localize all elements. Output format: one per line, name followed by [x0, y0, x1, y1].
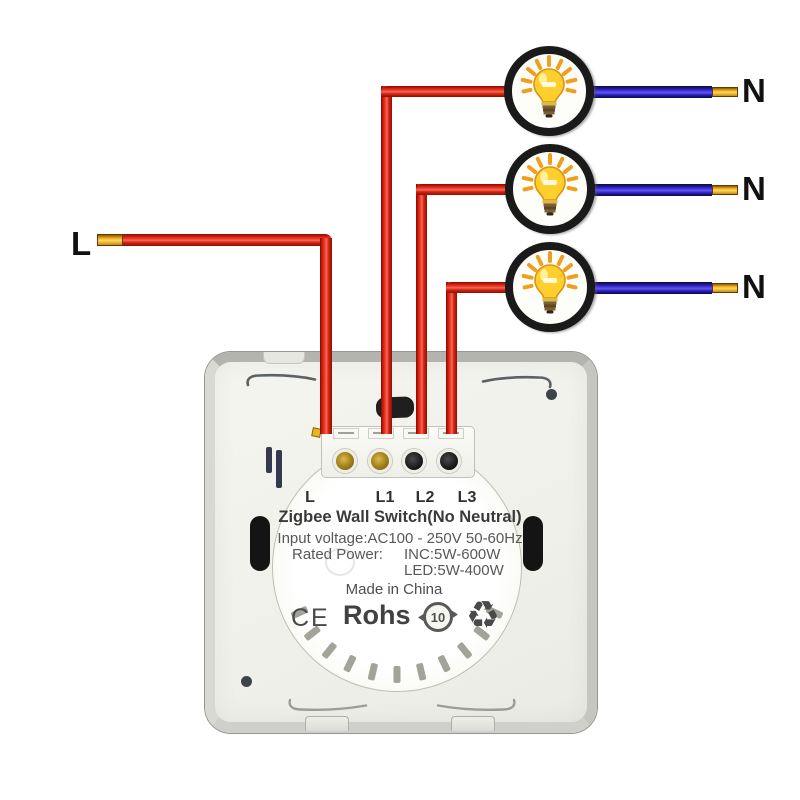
neutral-wire-1-tip: [712, 87, 738, 97]
plate-screw-dot-bottom-left: [241, 676, 252, 687]
epup-arrow-right: [451, 610, 458, 619]
rated-power-label: Rated Power:: [292, 546, 383, 563]
terminal-screw-l2: [402, 449, 426, 473]
neutral-label-2: N: [742, 170, 766, 207]
module-teeth: [291, 606, 503, 683]
epup-years: 10: [430, 609, 446, 625]
neutral-wire-2-tip: [712, 185, 738, 195]
plate-latch-mark-2: [276, 450, 282, 488]
neutral-label-1: N: [742, 72, 766, 109]
neutral-wire-1: [588, 86, 712, 98]
epup-arrow-left: [418, 613, 425, 622]
recycling-icon: ♻: [466, 593, 501, 637]
light-bulb-icon-2: [505, 144, 595, 234]
terminal-label-l: L: [305, 489, 315, 506]
plate-mounting-marks-bottom: [288, 698, 516, 712]
terminal-screw-l: [333, 449, 357, 473]
switched-wire-l2-horizontal: [416, 184, 510, 195]
epup-10-icon: 10: [423, 602, 453, 632]
switched-wire-l2-vertical: [416, 184, 427, 434]
live-wire-l-tip: [97, 234, 123, 246]
module-watermark: [325, 548, 355, 576]
terminal-entry-l: [333, 428, 359, 439]
terminal-screw-l1: [368, 449, 392, 473]
live-wire-l-horizontal: [120, 234, 332, 246]
neutral-wire-2: [588, 184, 712, 196]
neutral-wire-3: [588, 282, 712, 294]
bottom-mount-tab-left: [305, 716, 349, 731]
bottom-mount-tab-right: [451, 716, 495, 731]
switched-wire-l1-vertical: [381, 86, 392, 434]
ce-mark-icon: CE: [291, 604, 330, 632]
neutral-label-3: N: [742, 268, 766, 305]
light-bulb-icon-3: [505, 242, 595, 332]
neutral-wire-3-tip: [712, 283, 738, 293]
live-wire-l-vertical: [320, 238, 332, 434]
terminal-screw-l3: [437, 449, 461, 473]
switched-wire-l3-vertical: [446, 282, 457, 434]
terminal-label-l1: L1: [375, 489, 395, 506]
rohs-label: Rohs: [343, 600, 411, 630]
light-bulb-icon-1: [504, 46, 594, 136]
switched-wire-l1-horizontal: [381, 86, 508, 97]
terminal-label-l3: L3: [457, 489, 477, 506]
terminal-label-l2: L2: [415, 489, 435, 506]
switch-module: [272, 442, 522, 692]
plate-mounting-marks-top: [246, 373, 552, 389]
input-voltage: Input voltage:AC100 - 250V 50-60Hz: [277, 530, 523, 547]
plate-top-tab: [263, 352, 305, 364]
right-clip: [523, 516, 543, 571]
plate-latch-mark-1: [266, 447, 272, 473]
live-label: L: [71, 225, 92, 262]
made-in-china: Made in China: [345, 581, 443, 598]
rated-power-led: LED:5W-400W: [404, 562, 504, 579]
device-title: Zigbee Wall Switch(No Neutral): [278, 508, 522, 526]
rated-power-inc: INC:5W-600W: [404, 546, 501, 563]
switched-wire-l3-horizontal: [446, 282, 510, 293]
plate-screw-dot-top-right: [546, 389, 557, 400]
left-clip: [250, 516, 270, 571]
